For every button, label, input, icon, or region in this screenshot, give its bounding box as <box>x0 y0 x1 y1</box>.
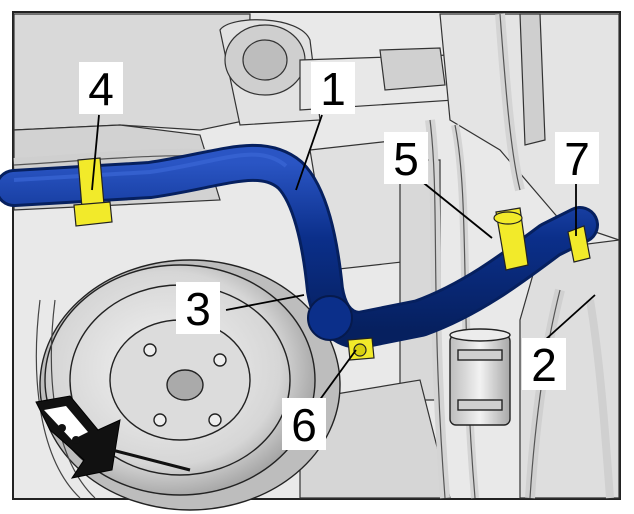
hose-clamps <box>73 157 591 361</box>
callout-1: 1 <box>320 63 346 115</box>
callout-6: 6 <box>291 399 317 451</box>
callout-boxes <box>79 62 599 450</box>
callout-3: 3 <box>185 283 211 335</box>
leader-lines <box>91 114 596 406</box>
callout-5: 5 <box>393 133 419 185</box>
callout-7: 7 <box>564 133 590 185</box>
callout-4: 4 <box>88 63 114 115</box>
coolant-hose <box>0 143 599 349</box>
direction-arrow-icon <box>35 395 191 479</box>
callout-2: 2 <box>531 339 557 391</box>
clamp-4 <box>73 157 113 227</box>
callout-labels: 4 1 5 7 3 6 2 <box>88 63 590 451</box>
clamp-6 <box>347 337 375 361</box>
clamp-5 <box>493 207 529 271</box>
clamp-7 <box>567 225 591 263</box>
filter-canister <box>449 328 511 426</box>
